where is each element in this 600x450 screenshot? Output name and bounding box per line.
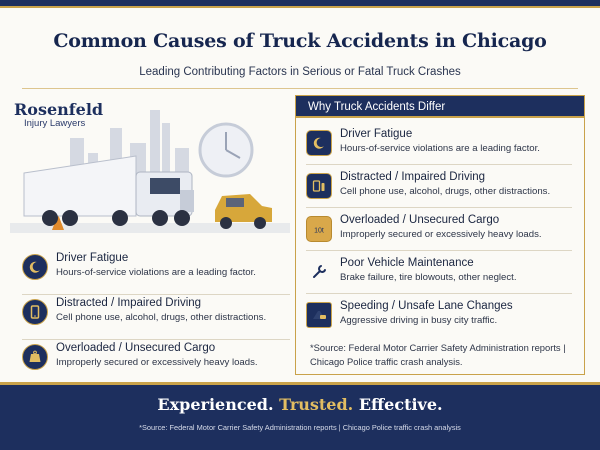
item-title: Distracted / Impaired Driving [56,297,202,309]
page-subtitle: Leading Contributing Factors in Serious … [139,66,461,78]
item-desc: Hours-of-service violations are a leadin… [56,267,256,278]
item-title: Driver Fatigue [340,128,413,140]
slogan-word-effective: Effective. [358,395,443,414]
list-item: 10t Overloaded / Unsecured Cargo Imprope… [306,208,572,251]
list-item: Driver Fatigue Hours-of-service violatio… [306,122,572,165]
list-item: Speeding / Unsafe Lane Changes Aggressiv… [306,294,572,337]
hero-illustration [10,110,290,233]
item-title: Driver Fatigue [56,252,129,264]
why-differ-panel: Why Truck Accidents Differ Driver Fatigu… [295,95,585,375]
logo-tagline: Injury Lawyers [24,118,86,129]
clock-icon [198,122,254,178]
car-illustration [215,194,272,229]
item-title: Overloaded / Unsecured Cargo [340,214,500,226]
moon-clock-icon [306,130,332,156]
slogan-word-trusted: Trusted. [279,395,354,414]
firm-logo: Rosenfeld Injury Lawyers [14,100,103,129]
item-title: Poor Vehicle Maintenance [340,257,474,269]
page-title: Common Causes of Truck Accidents in Chic… [53,30,547,52]
moon-clock-icon [22,254,48,280]
slogan-word-experienced: Experienced. [157,395,274,414]
item-desc: Improperly secured or excessively heavy … [340,229,542,240]
list-item: Driver Fatigue Hours-of-service violatio… [22,250,290,295]
list-item: Poor Vehicle Maintenance Brake failure, … [306,251,572,294]
traffic-cone-icon [52,214,64,230]
item-title: Speeding / Unsafe Lane Changes [340,300,513,312]
footer-banner: Experienced. Trusted. Effective. *Source… [0,382,600,450]
item-desc: Brake failure, tire blowouts, other negl… [340,272,517,283]
item-title: Overloaded / Unsecured Cargo [56,342,216,354]
item-desc: Cell phone use, alcohol, drugs, other di… [56,312,267,323]
header-divider [22,88,578,89]
footer-slogan: Experienced. Trusted. Effective. [0,395,600,414]
weight-icon [22,344,48,370]
list-item: Distracted / Impaired Driving Cell phone… [22,295,290,340]
item-desc: Cell phone use, alcohol, drugs, other di… [340,186,551,197]
panel-source-note: *Source: Federal Motor Carrier Safety Ad… [310,342,566,367]
weight-label: 10t [314,228,324,235]
phone-icon [22,299,48,325]
list-item: Distracted / Impaired Driving Cell phone… [306,165,572,208]
item-desc: Aggressive driving in busy city traffic. [340,315,498,326]
weight-icon: 10t [306,216,332,242]
item-desc: Hours-of-service violations are a leadin… [340,143,540,154]
phone-bottle-icon [306,173,332,199]
top-gold-line [0,6,600,8]
top-accent-bar [0,0,600,6]
logo-name: Rosenfeld [14,100,104,119]
list-item: Overloaded / Unsecured Cargo Improperly … [22,340,290,385]
left-causes-list: Driver Fatigue Hours-of-service violatio… [22,250,290,385]
wrench-icon [306,259,332,285]
panel-title: Why Truck Accidents Differ [296,96,584,118]
truck-illustration [23,155,194,226]
item-desc: Improperly secured or excessively heavy … [56,357,258,368]
footer-source-note: *Source: Federal Motor Carrier Safety Ad… [139,423,461,432]
road-car-icon [306,302,332,328]
item-title: Distracted / Impaired Driving [340,171,486,183]
